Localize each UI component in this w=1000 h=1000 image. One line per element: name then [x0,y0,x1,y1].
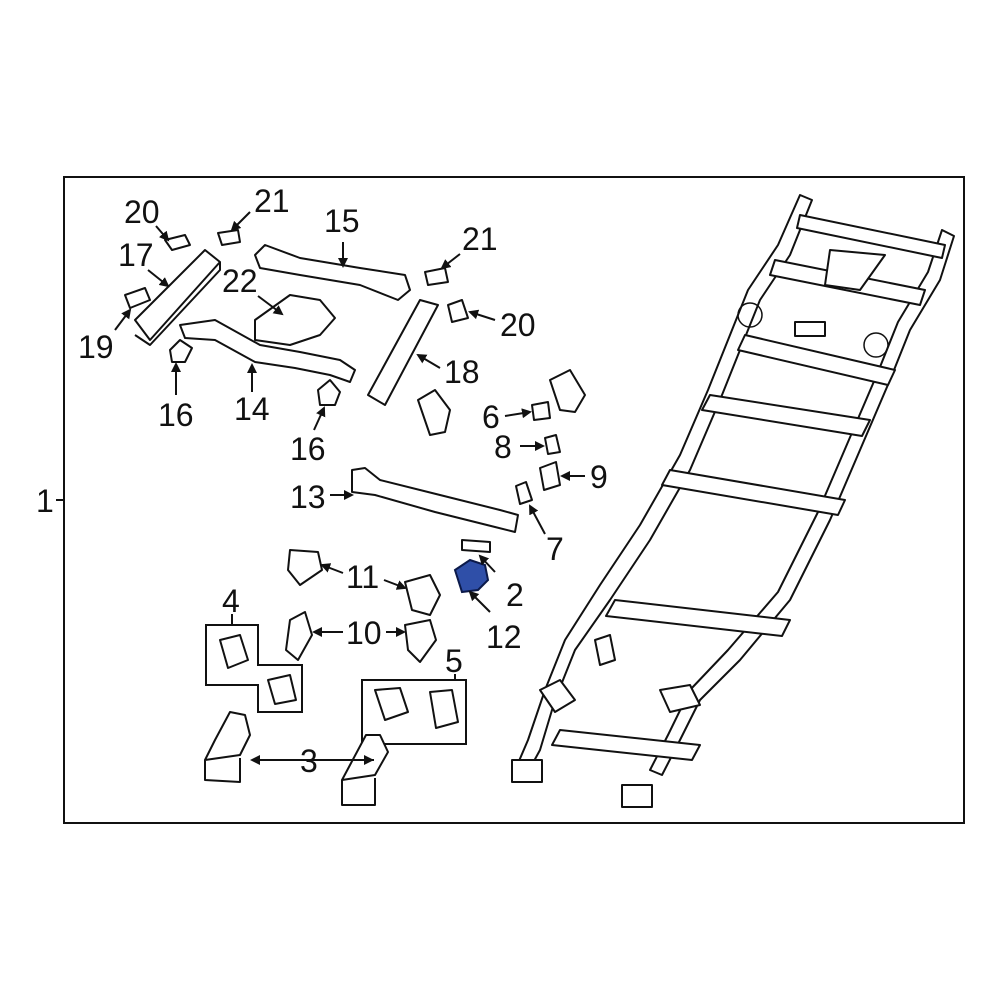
callout-19: 19 [78,329,114,365]
callout-6: 6 [482,399,500,435]
part-14-crossmember [179,319,356,383]
part-21-cap-a [217,229,241,246]
part-11-bracket-a [287,549,323,586]
callout-17: 17 [118,237,154,273]
part-16-bracket-a [169,339,193,363]
part-4-block-a [219,634,249,669]
callout-15: 15 [324,203,360,239]
part-4-block-b [267,674,297,705]
callout-22: 22 [222,263,258,299]
part-10-bracket-a [285,611,313,661]
part-3-mount-b [341,734,389,806]
part-21-cap-b [424,267,449,286]
callout-20a: 20 [124,194,160,230]
part-7 [515,481,533,505]
callout-14: 14 [234,391,270,427]
part-3-mount-a [204,711,251,783]
callout-18: 18 [444,354,480,390]
part-5-group-box [361,679,467,745]
callout-13: 13 [290,479,326,515]
part-20-bracket-b [447,299,469,323]
part-9 [539,461,561,491]
callout-2: 2 [506,577,524,613]
callout-11: 11 [346,559,379,595]
callout-20b: 20 [500,307,536,343]
callout-5: 5 [445,643,463,679]
part-11-bracket-b [404,574,441,616]
part-2-pad [461,539,491,553]
part-16-bracket-b [317,379,341,406]
callout-16b: 16 [290,431,326,467]
part-5-block-b [429,689,459,729]
part-5-block-a [374,687,409,721]
callout-21b: 21 [462,221,498,257]
part-8 [544,434,561,455]
part-18-rail [367,299,439,406]
part-4-group-box [205,624,303,713]
callout-12: 12 [486,619,522,655]
part-bracket-misc-a [417,389,451,436]
part-15-crossmember [254,244,411,301]
part-19-bracket [124,287,151,309]
part-bracket-misc-b [549,369,586,413]
part-17-rail [134,249,221,346]
callout-7: 7 [546,531,564,567]
callout-4: 4 [222,583,240,619]
part-10-bracket-b [404,619,437,663]
callout-21a: 21 [254,183,290,219]
callout-9: 9 [590,459,608,495]
part-20-bracket-a [164,234,191,251]
callout-16a: 16 [158,397,194,433]
callout-1: 1 [36,483,54,519]
callout-10: 10 [346,615,382,651]
main-frame-assembly [511,194,955,808]
part-12-bracket-highlighted [453,558,490,594]
part-13-crossmember [351,467,519,533]
callout-8: 8 [494,429,512,465]
callout-3: 3 [300,743,318,779]
part-6 [531,401,551,421]
leader-lines [114,211,585,765]
